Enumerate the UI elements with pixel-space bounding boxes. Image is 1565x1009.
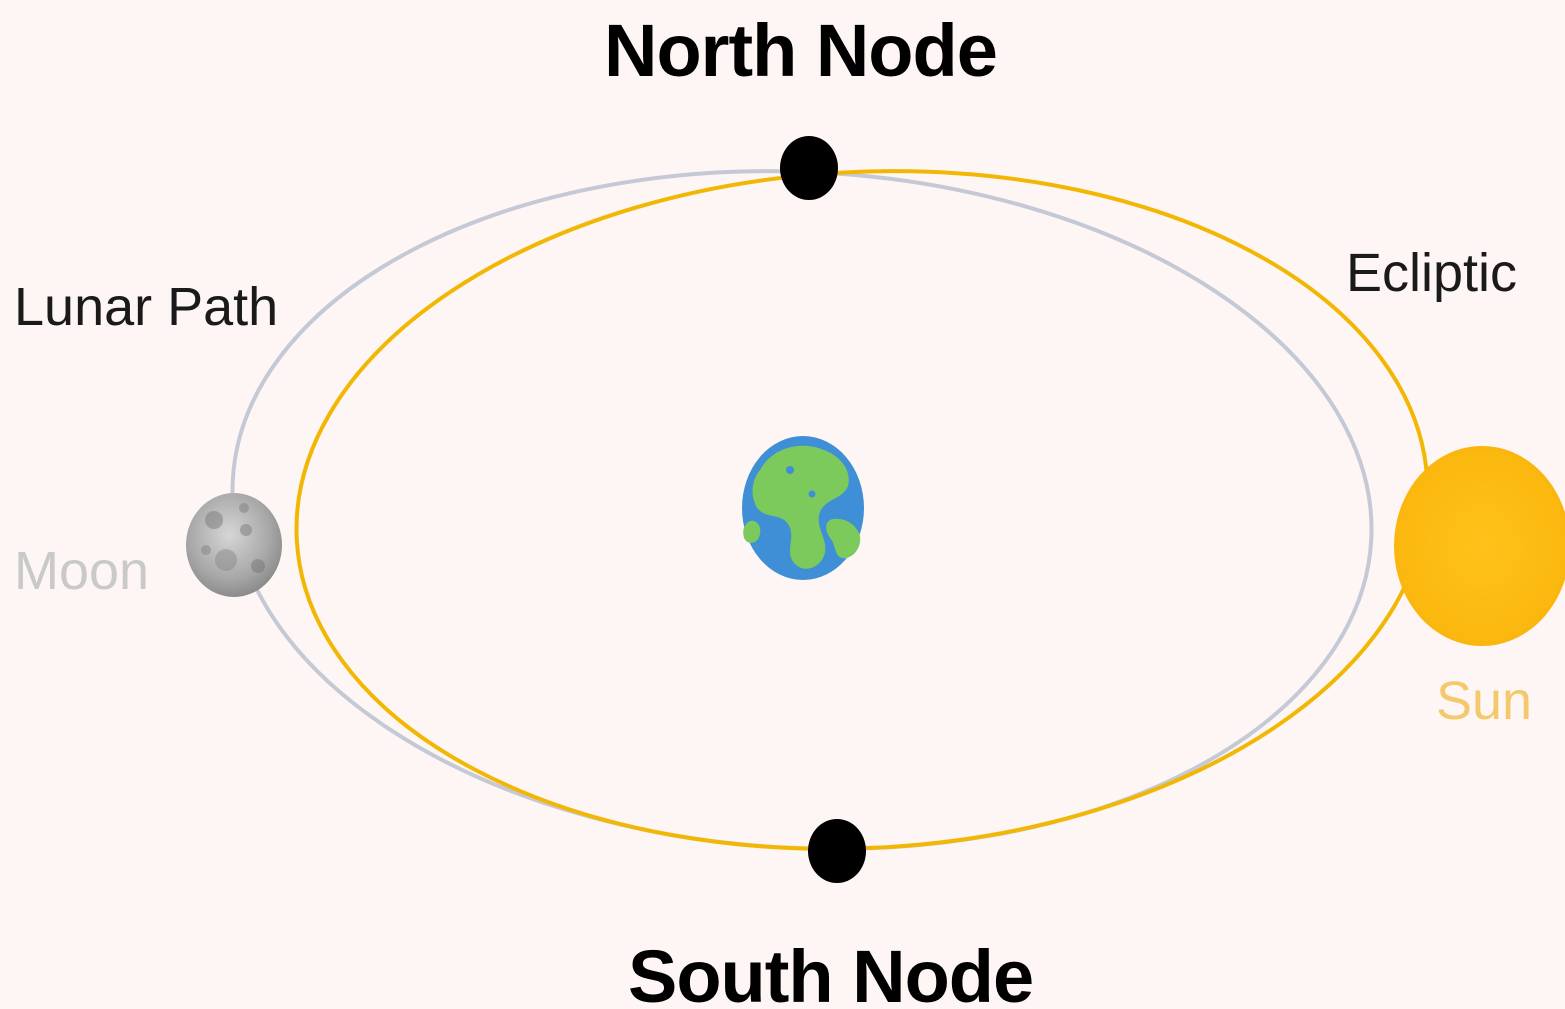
earth-icon [742,436,864,580]
moon-icon [186,493,282,597]
north-node-dot [780,136,838,200]
north-node-label: North Node [604,14,997,88]
moon-label: Moon [14,544,149,598]
sun-label: Sun [1436,674,1532,728]
south-node-label: South Node [628,940,1033,1009]
sun-icon [1394,446,1565,646]
south-node-dot [808,819,866,883]
lunar-path-label: Lunar Path [14,280,278,334]
ecliptic-label: Ecliptic [1346,246,1517,300]
